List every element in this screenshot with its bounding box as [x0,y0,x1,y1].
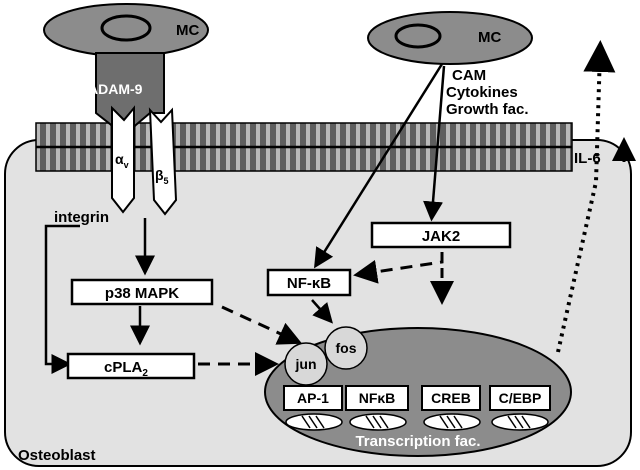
jak2-label: JAK2 [422,228,460,245]
arrow-mc-to-jak2 [423,65,446,222]
osteoblast-label: Osteoblast [18,447,96,464]
fos-protein [324,326,368,370]
arrow-p38-to-nucleus [221,305,303,345]
tf-creb: CREB [421,385,481,411]
integrin-label: integrin [54,209,109,226]
alpha-v-label: αv [115,151,129,170]
nfkb-box [266,268,352,297]
tf-cebp-label: C/EBP [499,390,542,406]
mc-right-nucleus [394,23,442,49]
dna-strands [285,413,549,431]
beta5-label: β5 [155,167,169,186]
il6-label: IL-6 [574,150,601,167]
cytokines-label: Cytokines [446,84,518,101]
tf-nfkb-label: NFκB [359,390,396,406]
transcription-factors-label: Transcription fac. [355,433,480,450]
mc-right-label: MC [478,29,501,46]
growth-factor-label: Growth fac. [446,101,529,118]
mc-right-cell [367,11,533,65]
fos-label: fos [336,340,357,356]
tf-cebp: C/EBP [489,385,551,411]
cam-label: CAM [452,67,486,84]
arrow-nfkb-to-nucleus [311,299,333,324]
nfkb-label: NF-κB [287,275,331,292]
tf-ap1-label: AP-1 [297,390,329,406]
p38-mapk-label: p38 MAPK [105,285,179,302]
arrow-mc-to-nfkb [314,63,444,269]
mc-left-label: MC [176,22,199,39]
integrin-alpha-subunit [111,105,135,214]
arrow-integrin-to-cpla2 [44,224,80,374]
arrow-jak2-to-nfkb [353,252,444,284]
cpla2-box [66,352,196,380]
il6-secretion-arrow [556,40,616,353]
cpla2-label: cPLA2 [104,359,148,379]
adam9-label: ADAM-9 [88,81,143,97]
integrin-beta-subunit [148,107,178,216]
jun-label: jun [295,356,317,372]
tf-creb-label: CREB [431,390,471,406]
jak2-box [370,221,512,249]
p38-mapk-box [70,278,214,306]
tf-nfkb: NFκB [345,385,409,411]
mc-left-nucleus [100,14,152,42]
tf-ap1: AP-1 [283,385,343,411]
